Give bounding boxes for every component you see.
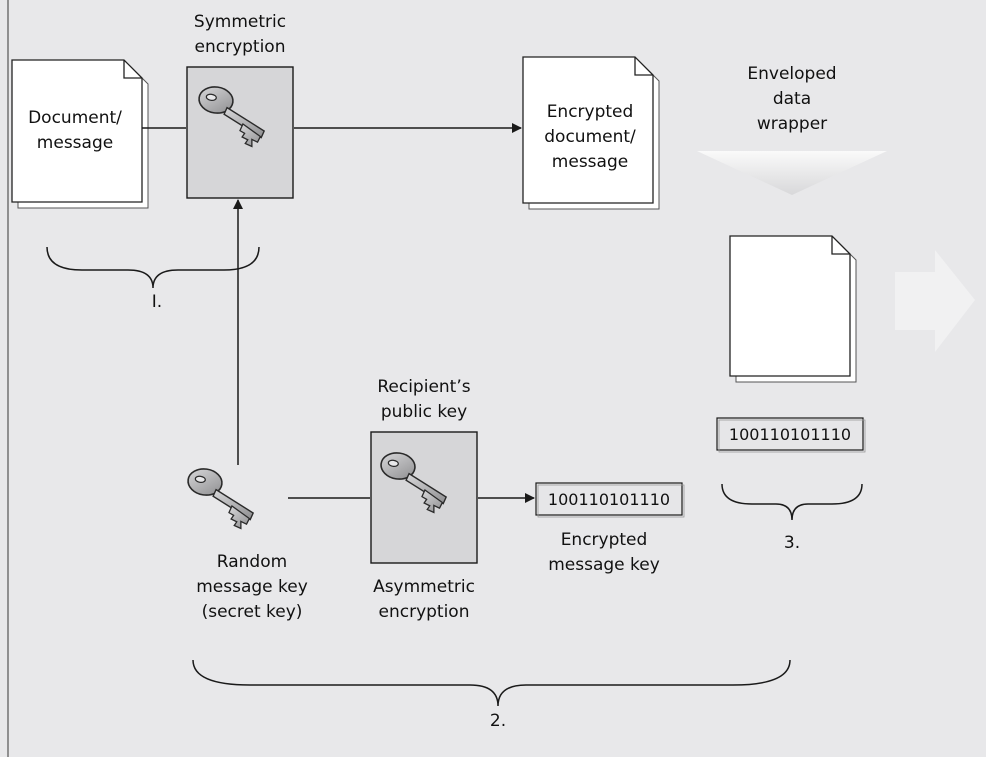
enveloped-label-line2: data <box>773 89 811 109</box>
symmetric-encryption-box <box>186 66 294 199</box>
encrypted-key-box-shadow <box>537 484 685 518</box>
curly-brace-1-icon <box>46 246 260 289</box>
encrypted-key-label-line2: message key <box>548 555 660 575</box>
recipient-label-line1: Recipient’s <box>377 377 470 397</box>
document-label-line2: message <box>37 133 113 153</box>
enveloped-label-line3: wrapper <box>757 114 827 134</box>
funnel-down-icon <box>697 151 887 195</box>
enveloped-key-box-shadow <box>718 419 866 453</box>
encrypted-doc-label-line2: document/ <box>544 127 636 147</box>
symmetric-label-line2: encryption <box>195 37 286 57</box>
enveloped-key-bits: 100110101110 <box>729 425 851 444</box>
random-label-line2: message key <box>196 577 308 597</box>
encrypted-doc-label-line3: message <box>552 152 628 172</box>
asymmetric-label-line1: Asymmetric <box>373 577 475 597</box>
enveloped-encrypted-key-box <box>716 417 864 451</box>
encrypted-key-box <box>535 482 683 516</box>
random-label-line1: Random <box>217 552 287 572</box>
random-label-line3: (secret key) <box>202 602 303 622</box>
recipient-label-line2: public key <box>381 402 467 422</box>
step-3-label: 3. <box>784 533 800 553</box>
ghost-arrow-icon <box>895 250 975 352</box>
enveloped-document-icon <box>729 235 857 383</box>
symmetric-label-line1: Symmetric <box>194 12 286 32</box>
enveloped-label-line1: Enveloped <box>747 64 836 84</box>
encrypted-key-label-line1: Encrypted <box>561 530 648 550</box>
encrypted-document-icon <box>522 56 660 210</box>
step-1-label: I. <box>152 292 162 312</box>
curly-brace-icon <box>721 483 863 521</box>
curly-brace-2-icon <box>192 659 791 707</box>
encrypted-doc-label-line1: Encrypted <box>547 102 634 122</box>
step-2-label: 2. <box>490 711 506 731</box>
asymmetric-label-line2: encryption <box>379 602 470 622</box>
document-label-line1: Document/ <box>28 108 122 128</box>
document-icon <box>11 59 149 209</box>
encrypted-key-bits: 100110101110 <box>548 490 670 509</box>
